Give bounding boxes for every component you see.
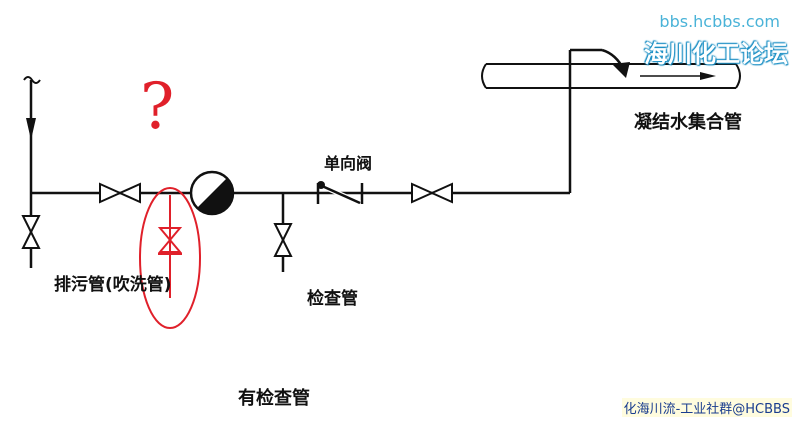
red-annotation [139, 187, 201, 329]
flow-arrow-down [26, 118, 36, 140]
gate-valve-2 [411, 182, 453, 204]
watermark-url: bbs.hcbbs.com [659, 12, 780, 31]
drain-valve [21, 215, 41, 249]
inspection-valve [273, 223, 293, 257]
label-condensate-header: 凝结水集合管 [634, 112, 742, 133]
watermark-brand: 海川化工论坛 [644, 40, 788, 68]
label-drain-pipe: 排污管(吹洗管) [54, 275, 172, 295]
diagram-title: 有检查管 [238, 388, 310, 409]
check-valve-hinge [317, 181, 325, 189]
steam-trap [189, 170, 235, 216]
header-connection-arrow [612, 62, 630, 78]
label-inspection-pipe: 检查管 [307, 289, 358, 309]
gate-valve-1 [99, 182, 141, 204]
watermark-footer: 化海川流-工业社群@HCBBS [621, 398, 792, 417]
header-flow-arrow [700, 72, 716, 80]
label-check-valve: 单向阀 [324, 154, 373, 173]
question-mark: ? [140, 70, 175, 144]
condensate-header-pipe [481, 63, 741, 89]
